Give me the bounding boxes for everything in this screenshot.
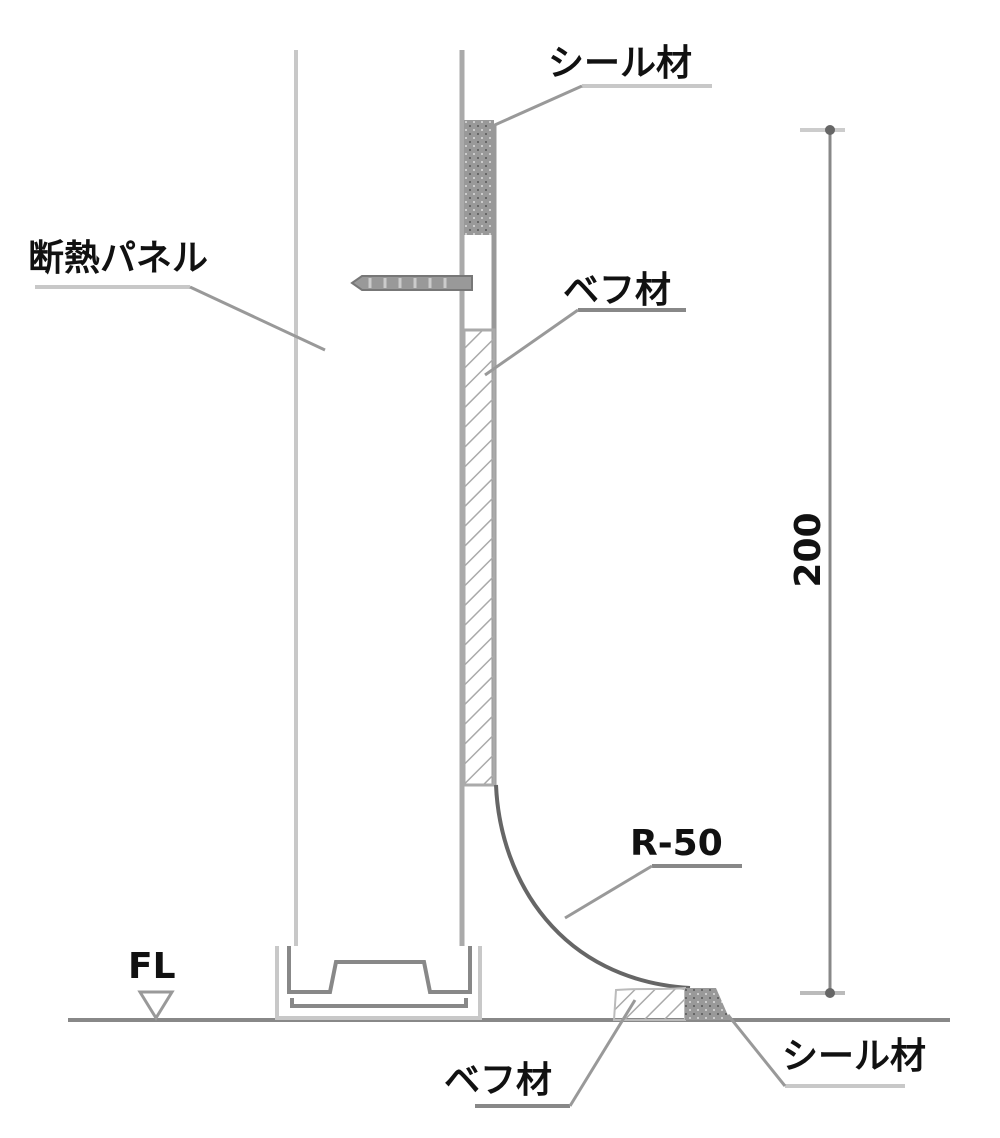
insulation-panel-label: 断熱パネル bbox=[28, 238, 208, 279]
radius-label: R-50 bbox=[630, 823, 723, 864]
seal-top-block bbox=[464, 120, 494, 235]
backer-strip bbox=[462, 328, 496, 787]
backer-bottom-block bbox=[612, 986, 686, 1021]
screw-icon bbox=[350, 275, 473, 291]
floor-level-label: FL bbox=[128, 946, 176, 987]
seal-bottom-block bbox=[685, 988, 730, 1020]
seal-bottom-label: シール材 bbox=[782, 1036, 926, 1077]
floor-channel bbox=[275, 946, 482, 1020]
radius-curve bbox=[494, 784, 691, 990]
seal-top-label: シール材 bbox=[548, 43, 692, 84]
backer-top-label: ベフ材 bbox=[563, 270, 671, 311]
backer-bottom-label: ベフ材 bbox=[444, 1060, 552, 1101]
dimension-value: 200 bbox=[788, 512, 829, 587]
floor-level-triangle-icon bbox=[137, 990, 175, 1021]
dimension-line bbox=[800, 125, 845, 998]
